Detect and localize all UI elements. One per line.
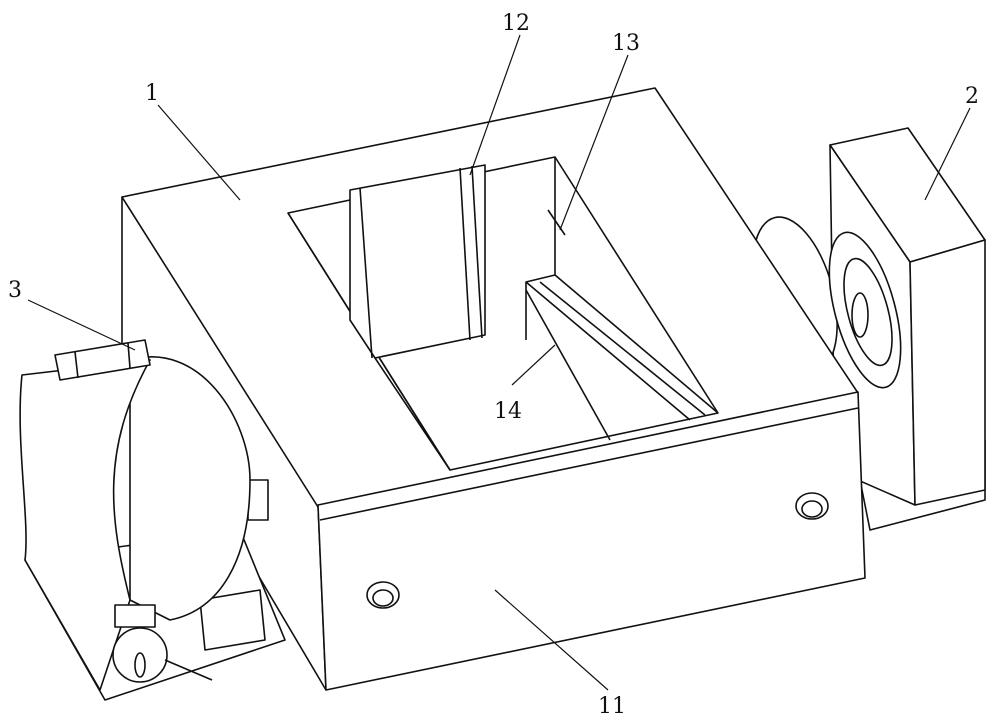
label-13: 13	[612, 31, 640, 56]
label-14: 14	[494, 399, 522, 424]
label-11: 11	[598, 694, 626, 719]
label-1: 1	[145, 81, 159, 106]
label-12: 12	[502, 11, 530, 36]
left-unit	[19, 339, 286, 701]
label-2: 2	[965, 84, 979, 109]
label-3: 3	[8, 278, 22, 303]
main-body	[121, 87, 866, 691]
